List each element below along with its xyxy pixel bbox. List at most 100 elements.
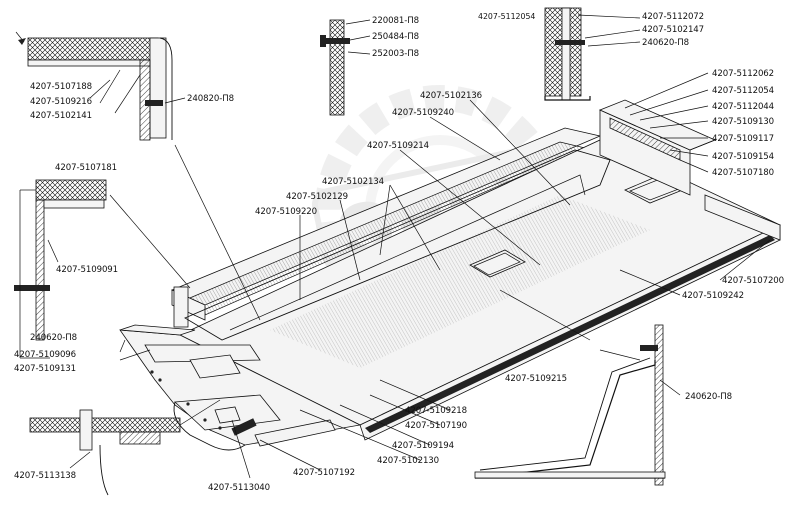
front-grille bbox=[231, 418, 257, 436]
leader-l30 bbox=[719, 239, 771, 281]
inset-tr-base bbox=[544, 96, 591, 101]
inset-tc-nut bbox=[320, 35, 326, 47]
leader-l03 bbox=[347, 51, 371, 55]
inset-lm-panel bbox=[35, 179, 107, 201]
label-l16: 4207-5109117 bbox=[712, 134, 774, 144]
label-l05: 4207-5112072 bbox=[642, 12, 704, 22]
inset-lm-strip bbox=[43, 199, 105, 209]
front-edge-strip bbox=[365, 235, 775, 433]
label-l01: 220081-П8 bbox=[372, 16, 419, 26]
leader-l39 bbox=[231, 419, 251, 479]
label-l30: 4207-5107200 bbox=[722, 276, 784, 286]
leader-l08 bbox=[89, 79, 111, 99]
label-l12: 4207-5112062 bbox=[712, 69, 774, 79]
leader-inset-br bbox=[499, 289, 591, 341]
inset-bl-cable bbox=[99, 444, 109, 496]
inset-bl-step bbox=[119, 431, 161, 445]
label-l21: 4207-5109214 bbox=[367, 141, 429, 151]
leader-l22b bbox=[379, 184, 391, 256]
inset-tl-bracket bbox=[145, 100, 163, 106]
label-l29: 4207-5109131 bbox=[14, 364, 76, 374]
inset-lm-wall bbox=[35, 199, 45, 341]
leader-l31 bbox=[619, 269, 681, 296]
floor-shading bbox=[270, 195, 650, 368]
leader-l12 bbox=[624, 72, 709, 109]
leader-l01 bbox=[345, 19, 371, 25]
bolt-hole-3 bbox=[186, 402, 190, 406]
label-l34: 4207-5109218 bbox=[405, 406, 467, 416]
inset-top-center bbox=[320, 19, 371, 116]
leader-l02 bbox=[349, 35, 371, 41]
label-l25: 4207-5107181 bbox=[55, 163, 117, 173]
leader-l05 bbox=[577, 14, 641, 19]
inset-tr-rib bbox=[561, 7, 571, 101]
front-sill bbox=[254, 419, 336, 447]
inset-bottom-left bbox=[29, 399, 221, 496]
inset-br-post bbox=[654, 324, 664, 486]
label-l06: 4207-5102147 bbox=[642, 25, 704, 35]
leader-l07 bbox=[587, 41, 641, 47]
leader-l20 bbox=[429, 116, 501, 161]
front-step-lip bbox=[119, 324, 196, 336]
leader-l10 bbox=[114, 74, 141, 114]
leader-l38 bbox=[69, 451, 91, 469]
leader-l14 bbox=[639, 105, 709, 121]
bolt-hole-4 bbox=[203, 418, 207, 422]
inset-lm-bolt bbox=[14, 285, 50, 291]
label-l20: 4207-5109240 bbox=[392, 108, 454, 118]
label-l13: 4207-5112054 bbox=[712, 86, 774, 96]
label-l08: 4207-5107188 bbox=[30, 82, 92, 92]
label-l09: 4207-5109216 bbox=[30, 97, 92, 107]
leader-l18 bbox=[679, 159, 709, 173]
label-l40: 4207-5107192 bbox=[293, 468, 355, 478]
label-l32: 4207-5109215 bbox=[505, 374, 567, 384]
leader-l33 bbox=[659, 379, 681, 396]
front-floor-cover bbox=[214, 406, 241, 424]
inset-tr-bolt bbox=[555, 40, 585, 45]
label-l03: 252003-П8 bbox=[372, 49, 419, 59]
inset-bl-bracket bbox=[79, 409, 93, 451]
leader-l21 bbox=[399, 149, 541, 266]
inset-bottom-right bbox=[474, 289, 681, 486]
inset-br-base-strip bbox=[474, 471, 666, 479]
label-l04: 4207-5112054 bbox=[478, 12, 535, 21]
leader-l22a bbox=[389, 184, 441, 271]
leader-l23 bbox=[339, 199, 361, 281]
leader-lines bbox=[119, 72, 771, 479]
label-l17: 4207-5109154 bbox=[712, 152, 774, 162]
label-l14: 4207-5112044 bbox=[712, 102, 774, 112]
inset-top-left bbox=[15, 31, 261, 321]
leader-l36 bbox=[339, 404, 431, 446]
label-l07: 240620-П8 bbox=[642, 38, 689, 48]
label-l28: 4207-5109096 bbox=[14, 350, 76, 360]
inset-top-right bbox=[544, 7, 641, 101]
leader-l37 bbox=[299, 409, 421, 461]
label-l27: 240620-П8 bbox=[30, 333, 77, 343]
label-l22: 4207-5102134 bbox=[322, 177, 384, 187]
inset-tl-arrowhead bbox=[18, 38, 26, 45]
raised-panel-edge bbox=[229, 174, 586, 331]
label-l36: 4207-5109194 bbox=[392, 441, 454, 451]
floor-hatch-center-inner bbox=[473, 252, 521, 276]
inset-tl-post bbox=[149, 37, 167, 139]
bolt-hole-5 bbox=[218, 426, 222, 430]
rail-end-post bbox=[173, 286, 189, 328]
inset-br-bolt bbox=[640, 345, 658, 351]
leader-l35 bbox=[369, 394, 441, 426]
label-l26: 4207-5109091 bbox=[56, 265, 118, 275]
rear-end-edge bbox=[689, 139, 716, 151]
label-l35: 4207-5107190 bbox=[405, 421, 467, 431]
leader-inset-lm bbox=[109, 194, 191, 289]
label-l18: 4207-5107180 bbox=[712, 168, 774, 178]
leader-l34 bbox=[379, 379, 451, 411]
label-l24: 4207-5109220 bbox=[255, 207, 317, 217]
leader-l06 bbox=[584, 29, 641, 39]
front-hatch-a bbox=[189, 354, 241, 379]
inset-tl-curve bbox=[159, 37, 173, 140]
inset-bl-panel bbox=[29, 417, 181, 433]
label-l31: 4207-5109242 bbox=[682, 291, 744, 301]
inset-tc-bolt bbox=[324, 38, 350, 44]
inset-tc-bar bbox=[329, 19, 345, 116]
leader-l13 bbox=[629, 89, 709, 116]
label-l02: 250484-П8 bbox=[372, 32, 419, 42]
